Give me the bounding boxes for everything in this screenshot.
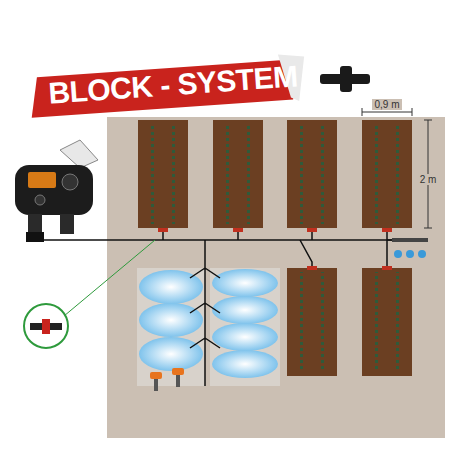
valve-callout [24, 240, 155, 348]
mist-nozzles [392, 238, 428, 258]
supply-pipes [40, 230, 425, 386]
spray-areas [137, 268, 280, 386]
sprinkler-heads [150, 368, 184, 391]
water-timer [15, 140, 98, 242]
title-banner [29, 53, 308, 120]
garden-ground [107, 117, 445, 438]
tee-connector-icon [320, 66, 370, 92]
beds [138, 120, 412, 376]
dimension-lines [362, 108, 432, 228]
tee-fittings [158, 228, 392, 270]
dimension-label: 0,9 m [372, 99, 401, 110]
dimension-label: 2 m [418, 174, 439, 185]
